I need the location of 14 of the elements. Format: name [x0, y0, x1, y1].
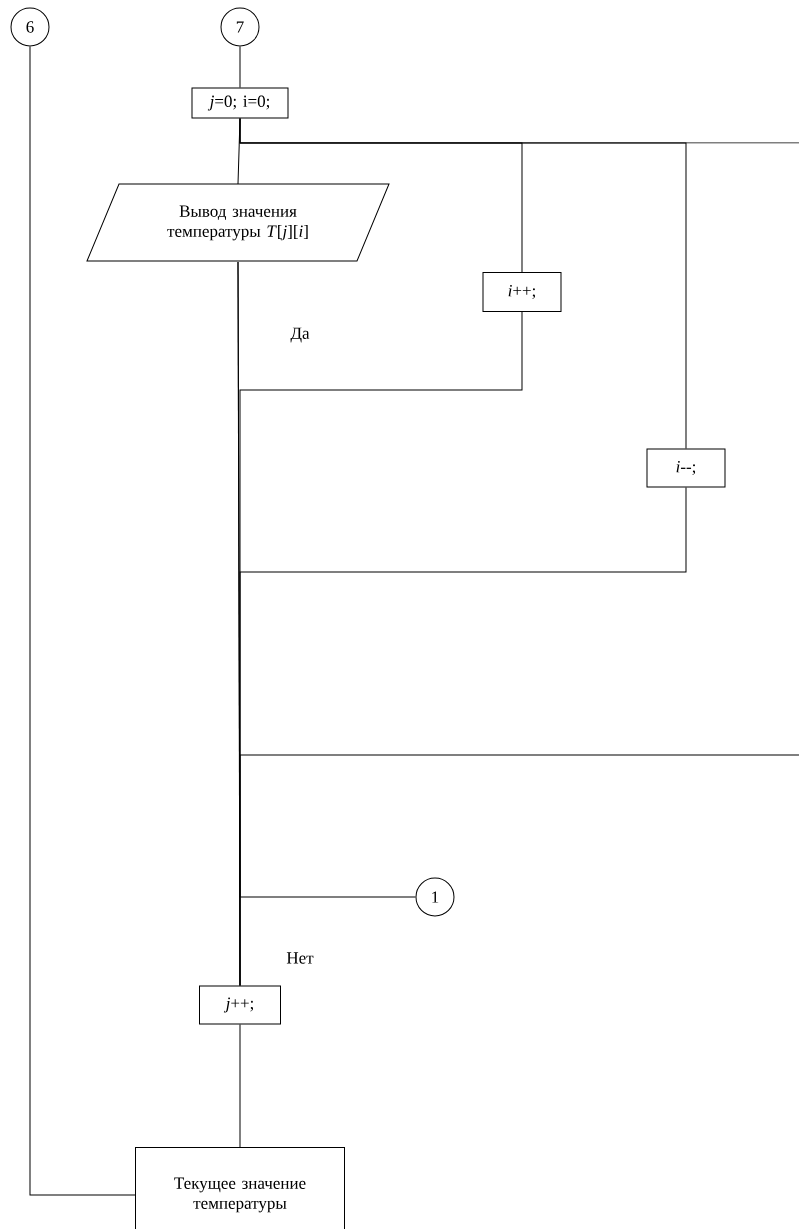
connector-line [237, 118, 241, 185]
process-box: i++; [482, 272, 562, 312]
connector-line [237, 261, 241, 986]
connector-line [239, 1024, 241, 1148]
process-box: j=0; i=0; [191, 87, 289, 119]
connector-line [29, 46, 136, 1196]
connector-line [239, 46, 241, 88]
io-parallelogram: Вывод значения температуры T[j][i] [86, 183, 390, 262]
branch-label: Нет [286, 952, 314, 964]
process-box: j++; [199, 985, 281, 1025]
connector-line [239, 118, 799, 144]
process-box: Текущее значение температуры [135, 1147, 345, 1229]
process-box: i--; [646, 448, 726, 488]
branch-label: Да [290, 327, 310, 343]
